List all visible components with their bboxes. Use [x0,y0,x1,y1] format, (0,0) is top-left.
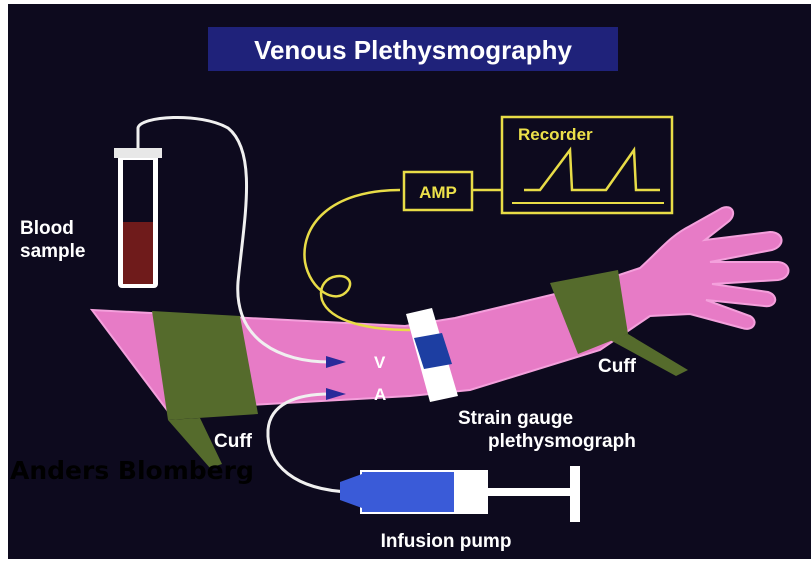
recorder-label: Recorder [518,125,593,144]
artery-label: A [374,385,386,404]
vein-label: V [374,353,386,372]
syringe-fluid [362,472,454,512]
syringe-thumb [570,466,580,522]
blood-fill [123,222,153,284]
amp-label: AMP [419,183,457,202]
diagram-title: Venous Plethysmography [254,35,572,65]
strain-gauge-label: Strain gauge [458,408,573,429]
tube-cap [114,148,162,158]
blood-sample-label-2: sample [20,241,85,262]
strain-gauge-label-2: plethysmograph [488,431,636,452]
syringe-plunger [488,488,572,496]
left-cuff-label: Cuff [214,431,253,452]
right-cuff-label: Cuff [598,356,637,377]
blood-sample-label: Blood [20,218,74,239]
infusion-pump-label: Infusion pump [381,531,512,552]
watermark: Anders Blomberg [10,456,254,485]
